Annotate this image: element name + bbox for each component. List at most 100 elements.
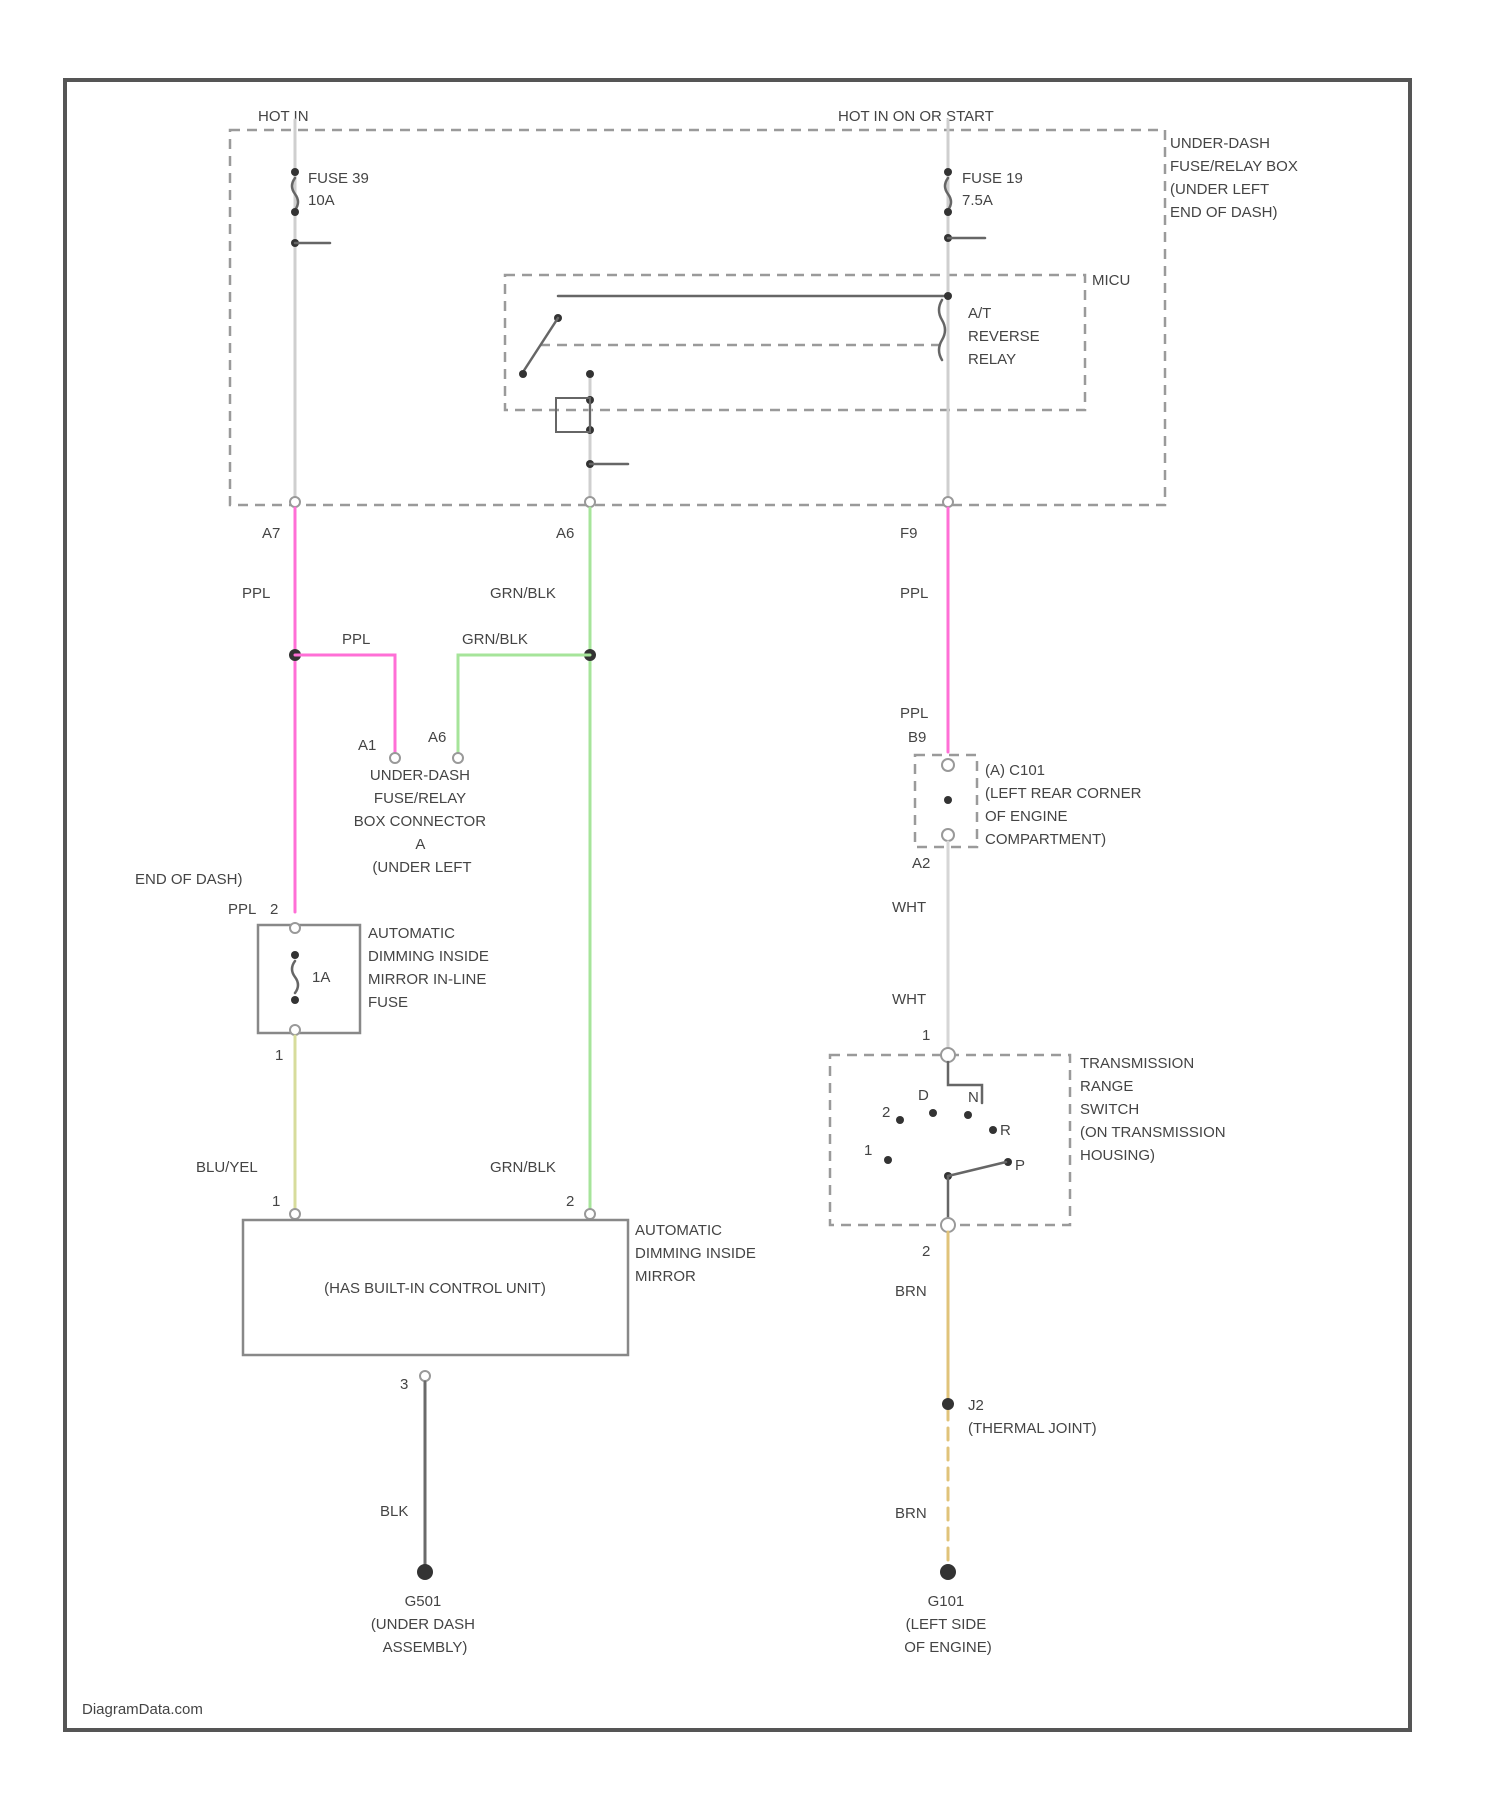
watermark: DiagramData.com [82, 1701, 203, 1718]
g101-line-2: (LEFT SIDE [906, 1616, 987, 1633]
trs-pos-1 [884, 1156, 892, 1164]
mirror-pin-1-terminal [290, 1209, 300, 1219]
ppl-fuse-label: PPL [228, 901, 256, 918]
conn-a1-label: A1 [358, 737, 376, 754]
c101-terminal-top [942, 759, 954, 771]
connector-a-line-4: A [415, 836, 425, 853]
mirror-pin-2-terminal [585, 1209, 595, 1219]
fuse19-terminal-top [944, 168, 952, 176]
relay-line-1: A/T [968, 305, 991, 322]
wht-label-2: WHT [892, 991, 926, 1008]
underdash-box-line-4: END OF DASH) [1170, 204, 1278, 221]
trs-terminal-top [941, 1048, 955, 1062]
inline-fuse-line-3: MIRROR IN-LINE [368, 971, 486, 988]
connector-a-line-1: UNDER-DASH [370, 767, 470, 784]
wire-ppl-to-a1 [295, 655, 395, 755]
g501-ground [417, 1564, 433, 1580]
ppl-label-2: PPL [342, 631, 370, 648]
trs-pos-d [929, 1109, 937, 1117]
g101-line-1: G101 [928, 1593, 965, 1610]
underdash-box-line-2: FUSE/RELAY BOX [1170, 158, 1298, 175]
connector-a-line-5: (UNDER LEFT [372, 859, 471, 876]
mirror-label: AUTOMATIC DIMMING INSIDE MIRROR [635, 1222, 760, 1285]
connector-a-label: UNDER-DASH FUSE/RELAY BOX CONNECTOR A (U… [354, 767, 490, 876]
underdash-box-line-3: (UNDER LEFT [1170, 181, 1269, 198]
pin-mirror-1-label: 1 [272, 1193, 280, 1210]
inline-fuse-rating: 1A [312, 969, 330, 986]
conn-a1-terminal [390, 753, 400, 763]
g101-ground [940, 1564, 956, 1580]
trs-pos-2 [896, 1116, 904, 1124]
trs-line-3: SWITCH [1080, 1101, 1139, 1118]
fuse39-terminal-top [291, 168, 299, 176]
diagram-border [65, 80, 1410, 1730]
hot-left-label: HOT IN [258, 108, 309, 125]
g501-line-2: (UNDER DASH [371, 1616, 475, 1633]
c101-terminal-bottom [942, 829, 954, 841]
conn-a6-label: A6 [428, 729, 446, 746]
a6-diode-box [556, 398, 590, 432]
relay-coil-symbol [939, 300, 945, 360]
pin-c101-a2-label: A2 [912, 855, 930, 872]
relay-switch-arm [523, 318, 558, 372]
end-of-dash-label: END OF DASH) [135, 871, 243, 888]
inline-fuse-box [258, 925, 360, 1033]
inline-fuse-node-bottom [291, 996, 299, 1004]
blk-label: BLK [380, 1503, 408, 1520]
inline-fuse-line-2: DIMMING INSIDE [368, 948, 489, 965]
ppl-label-3: PPL [900, 585, 928, 602]
fuse39-name: FUSE 39 [308, 170, 369, 187]
pin-trs-2-label: 2 [922, 1243, 930, 1260]
trs-line-5: HOUSING) [1080, 1147, 1155, 1164]
conn-a6-terminal [453, 753, 463, 763]
joint-label: J2 (THERMAL JOINT) [968, 1397, 1097, 1437]
joint-line-1: J2 [968, 1397, 984, 1414]
c101-line-2: (LEFT REAR CORNER [985, 785, 1142, 802]
c101-node [944, 796, 952, 804]
brn-label-2: BRN [895, 1505, 927, 1522]
underdash-box-line-1: UNDER-DASH [1170, 135, 1270, 152]
c101-line-4: COMPARTMENT) [985, 831, 1106, 848]
grn-label-1: GRN/BLK [490, 585, 556, 602]
pin-f9-terminal [943, 497, 953, 507]
c101-label: (A) C101 (LEFT REAR CORNER OF ENGINE COM… [985, 762, 1146, 848]
underdash-box-label: UNDER-DASH FUSE/RELAY BOX (UNDER LEFT EN… [1170, 135, 1302, 221]
trs-pos-r [989, 1126, 997, 1134]
trs-pos-label-n: N [968, 1089, 979, 1106]
trs-pos-label-r: R [1000, 1122, 1011, 1139]
g501-line-1: G501 [405, 1593, 442, 1610]
grn-label-2: GRN/BLK [462, 631, 528, 648]
inline-fuse-line-1: AUTOMATIC [368, 925, 455, 942]
mirror-box-label: (HAS BUILT-IN CONTROL UNIT) [324, 1280, 546, 1297]
pin-fuse-top-label: 2 [270, 901, 278, 918]
pin-a7-terminal [290, 497, 300, 507]
trs-line-1: TRANSMISSION [1080, 1055, 1194, 1072]
ppl-label-1: PPL [242, 585, 270, 602]
a6-node-1 [586, 370, 594, 378]
mirror-line-2: DIMMING INSIDE [635, 1245, 756, 1262]
trs-pos-label-d: D [918, 1087, 929, 1104]
wire-grn-to-a6 [458, 655, 590, 755]
inline-fuse-label: AUTOMATIC DIMMING INSIDE MIRROR IN-LINE … [368, 925, 493, 1011]
trs-pos-label-1: 1 [864, 1142, 872, 1159]
pin-trs-1-label: 1 [922, 1027, 930, 1044]
fuse39-label: FUSE 39 10A [308, 170, 373, 209]
trs-pos-label-2: 2 [882, 1104, 890, 1121]
fuse39-terminal-bottom [291, 208, 299, 216]
inline-fuse-node-top [291, 951, 299, 959]
joint-line-2: (THERMAL JOINT) [968, 1420, 1097, 1437]
connector-a-line-2: FUSE/RELAY [374, 790, 466, 807]
fuse39-rating: 10A [308, 192, 335, 209]
g501-label: G501 (UNDER DASH ASSEMBLY) [371, 1593, 479, 1656]
brn-label-1: BRN [895, 1283, 927, 1300]
trs-label: TRANSMISSION RANGE SWITCH (ON TRANSMISSI… [1080, 1055, 1230, 1164]
relay-line-3: RELAY [968, 351, 1016, 368]
j2-joint [942, 1398, 954, 1410]
pin-f9-label: F9 [900, 525, 918, 542]
trs-line-2: RANGE [1080, 1078, 1133, 1095]
blu-yel-label: BLU/YEL [196, 1159, 258, 1176]
micu-label: MICU [1092, 272, 1130, 289]
relay-feed-node [944, 292, 952, 300]
trs-line-4: (ON TRANSMISSION [1080, 1124, 1226, 1141]
